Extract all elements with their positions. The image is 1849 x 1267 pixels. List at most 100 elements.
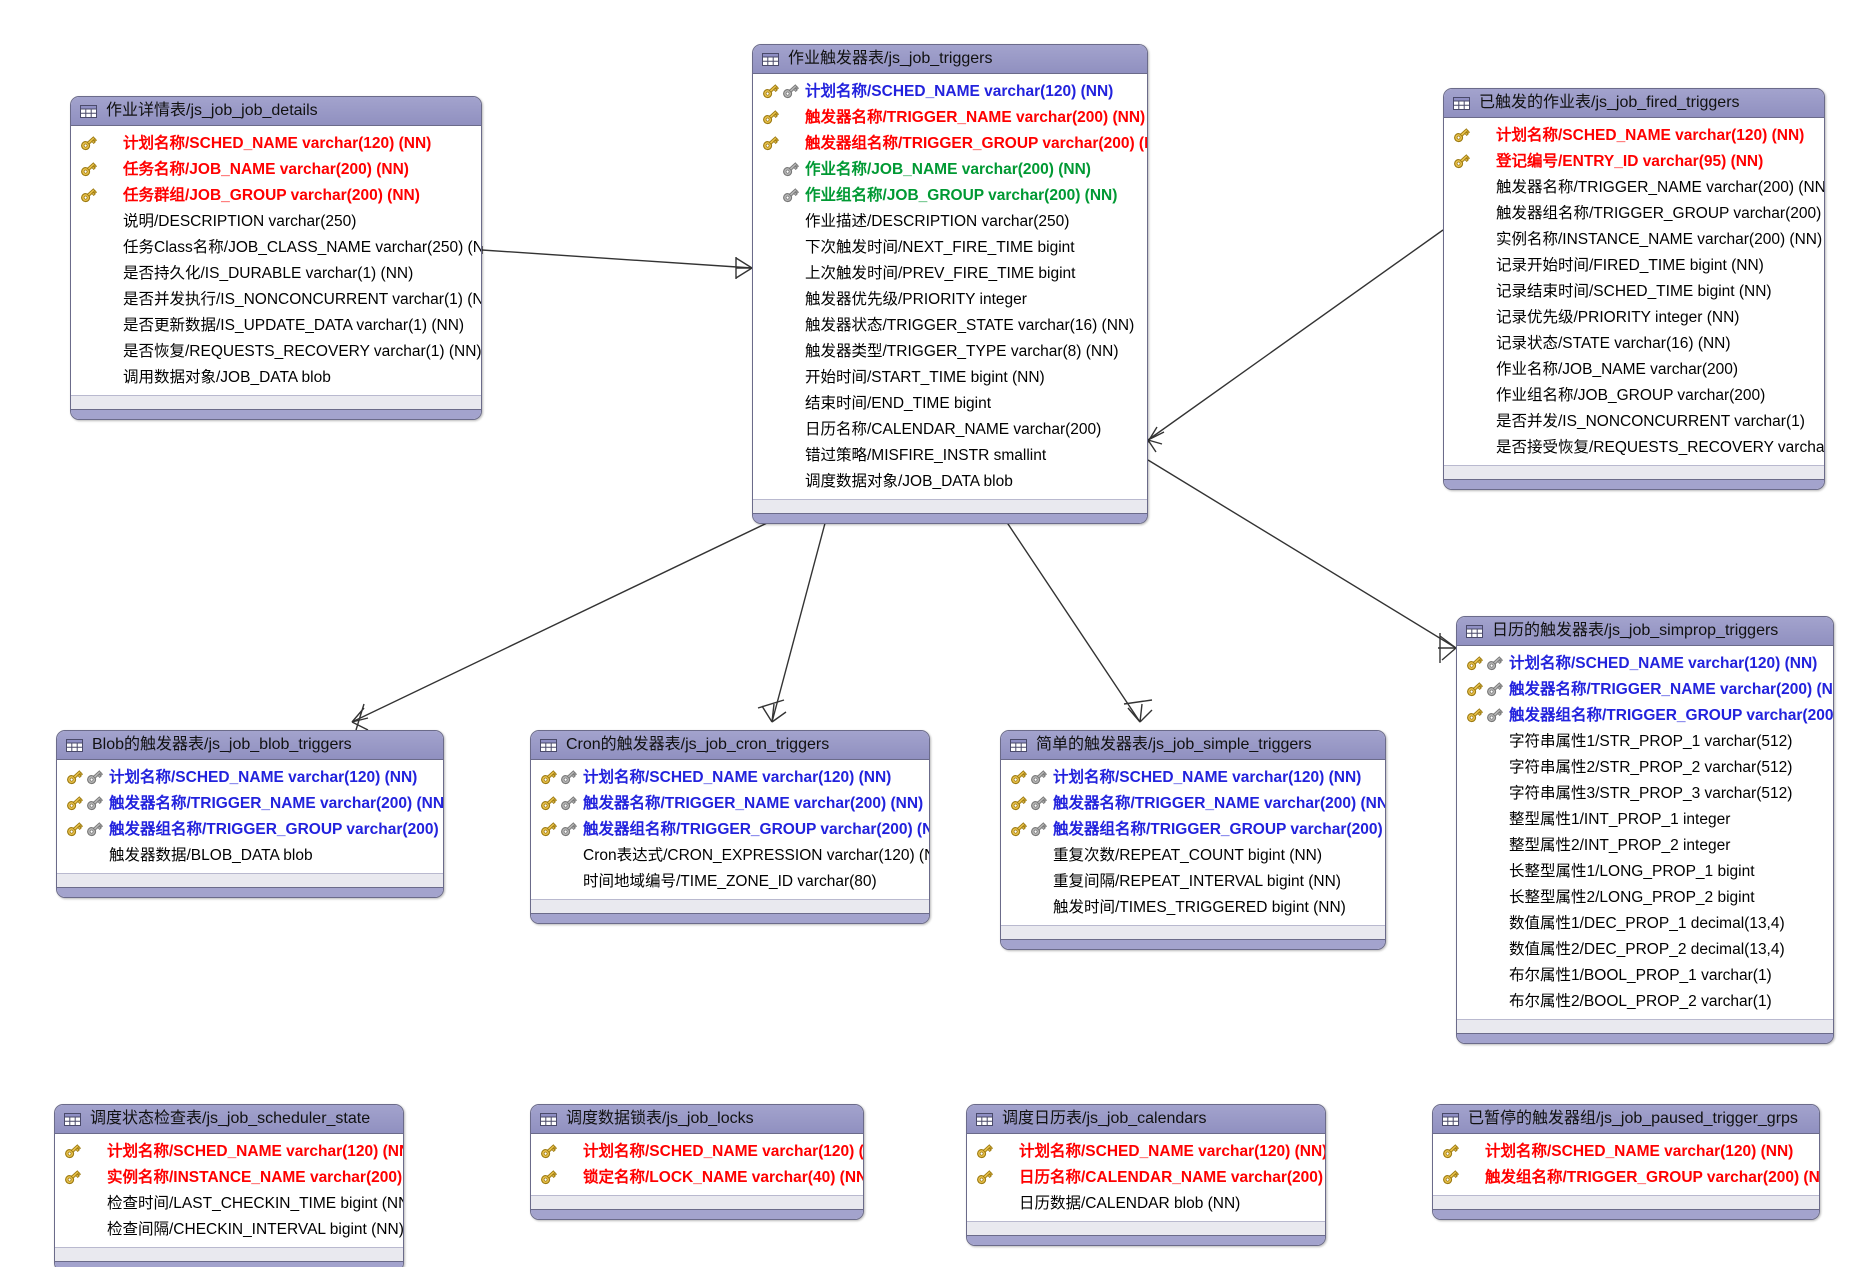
column-row[interactable]: 布尔属性2/BOOL_PROP_2 varchar(1) <box>1457 988 1833 1014</box>
column-row[interactable]: 是否恢复/REQUESTS_RECOVERY varchar(1) (NN) <box>71 338 481 364</box>
entity-js_job_blob_triggers[interactable]: Blob的触发器表/js_job_blob_triggers 计划名称/SCHED… <box>56 730 444 899</box>
column-row[interactable]: 记录开始时间/FIRED_TIME bigint (NN) <box>1444 252 1824 278</box>
column-row[interactable]: 下次触发时间/NEXT_FIRE_TIME bigint <box>753 234 1147 260</box>
column-row[interactable]: 计划名称/SCHED_NAME varchar(120) (NN) <box>1001 764 1385 790</box>
column-row[interactable]: 触发器优先级/PRIORITY integer <box>753 286 1147 312</box>
column-row[interactable]: 触发器名称/TRIGGER_NAME varchar(200) (NN) <box>1444 174 1824 200</box>
column-row[interactable]: 作业组名称/JOB_GROUP varchar(200) <box>1444 382 1824 408</box>
column-row[interactable]: 是否并发/IS_NONCONCURRENT varchar(1) <box>1444 408 1824 434</box>
column-row[interactable]: 触发时间/TIMES_TRIGGERED bigint (NN) <box>1001 894 1385 920</box>
column-row[interactable]: 调用数据对象/JOB_DATA blob <box>71 364 481 390</box>
column-row[interactable]: 说明/DESCRIPTION varchar(250) <box>71 208 481 234</box>
column-row[interactable]: 触发器组名称/TRIGGER_GROUP varchar(200) (NN) <box>1444 200 1824 226</box>
column-row[interactable]: 重复次数/REPEAT_COUNT bigint (NN) <box>1001 842 1385 868</box>
column-row[interactable]: 触发器名称/TRIGGER_NAME varchar(200) (NN) <box>1001 790 1385 816</box>
entity-js_job_locks[interactable]: 调度数据锁表/js_job_locks 计划名称/SCHED_NAME varch… <box>530 1104 864 1221</box>
column-row[interactable]: 布尔属性1/BOOL_PROP_1 varchar(1) <box>1457 962 1833 988</box>
entity-title-bar[interactable]: 调度状态检查表/js_job_scheduler_state <box>55 1105 403 1135</box>
column-row[interactable]: 计划名称/SCHED_NAME varchar(120) (NN) <box>55 1138 403 1164</box>
column-row[interactable]: 日历名称/CALENDAR_NAME varchar(200) <box>753 416 1147 442</box>
column-row[interactable]: 任务Class名称/JOB_CLASS_NAME varchar(250) (N… <box>71 234 481 260</box>
column-row[interactable]: 作业名称/JOB_NAME varchar(200) (NN) <box>753 156 1147 182</box>
column-row[interactable]: 日历名称/CALENDAR_NAME varchar(200) (NN) <box>967 1164 1325 1190</box>
column-row[interactable]: 计划名称/SCHED_NAME varchar(120) (NN) <box>967 1138 1325 1164</box>
column-row[interactable]: 检查间隔/CHECKIN_INTERVAL bigint (NN) <box>55 1216 403 1242</box>
column-row[interactable]: 记录结束时间/SCHED_TIME bigint (NN) <box>1444 278 1824 304</box>
column-row[interactable]: 实例名称/INSTANCE_NAME varchar(200) (NN) <box>55 1164 403 1190</box>
column-row[interactable]: 触发器组名称/TRIGGER_GROUP varchar(200) (NN) <box>531 816 929 842</box>
column-row[interactable]: 是否并发执行/IS_NONCONCURRENT varchar(1) (NN) <box>71 286 481 312</box>
column-row[interactable]: 锁定名称/LOCK_NAME varchar(40) (NN) <box>531 1164 863 1190</box>
column-row[interactable]: 调度数据对象/JOB_DATA blob <box>753 468 1147 494</box>
column-row[interactable]: 整型属性2/INT_PROP_2 integer <box>1457 832 1833 858</box>
entity-title-bar[interactable]: Blob的触发器表/js_job_blob_triggers <box>57 731 443 761</box>
column-row[interactable]: 触发器名称/TRIGGER_NAME varchar(200) (NN) <box>57 790 443 816</box>
column-row[interactable]: 时间地域编号/TIME_ZONE_ID varchar(80) <box>531 868 929 894</box>
entity-js_job_simple_triggers[interactable]: 简单的触发器表/js_job_simple_triggers 计划名称/SCHED… <box>1000 730 1386 951</box>
column-row[interactable]: 是否持久化/IS_DURABLE varchar(1) (NN) <box>71 260 481 286</box>
column-row[interactable]: 实例名称/INSTANCE_NAME varchar(200) (NN) <box>1444 226 1824 252</box>
column-row[interactable]: 检查时间/LAST_CHECKIN_TIME bigint (NN) <box>55 1190 403 1216</box>
column-row[interactable]: 重复间隔/REPEAT_INTERVAL bigint (NN) <box>1001 868 1385 894</box>
entity-title-bar[interactable]: 日历的触发器表/js_job_simprop_triggers <box>1457 617 1833 647</box>
column-row[interactable]: 触发器名称/TRIGGER_NAME varchar(200) (NN) <box>1457 676 1833 702</box>
column-row[interactable]: 作业描述/DESCRIPTION varchar(250) <box>753 208 1147 234</box>
column-row[interactable]: 计划名称/SCHED_NAME varchar(120) (NN) <box>531 764 929 790</box>
entity-title-bar[interactable]: 调度日历表/js_job_calendars <box>967 1105 1325 1135</box>
column-row[interactable]: 触发器组名称/TRIGGER_GROUP varchar(200) (NN) <box>753 130 1147 156</box>
column-row[interactable]: 数值属性2/DEC_PROP_2 decimal(13,4) <box>1457 936 1833 962</box>
column-row[interactable]: 记录状态/STATE varchar(16) (NN) <box>1444 330 1824 356</box>
column-row[interactable]: 登记编号/ENTRY_ID varchar(95) (NN) <box>1444 148 1824 174</box>
entity-js_job_calendars[interactable]: 调度日历表/js_job_calendars 计划名称/SCHED_NAME va… <box>966 1104 1326 1247</box>
entity-title-bar[interactable]: 简单的触发器表/js_job_simple_triggers <box>1001 731 1385 761</box>
column-row[interactable]: 任务名称/JOB_NAME varchar(200) (NN) <box>71 156 481 182</box>
column-row[interactable]: 作业名称/JOB_NAME varchar(200) <box>1444 356 1824 382</box>
column-row[interactable]: 字符串属性2/STR_PROP_2 varchar(512) <box>1457 754 1833 780</box>
entity-title-bar[interactable]: 已暂停的触发器组/js_job_paused_trigger_grps <box>1433 1105 1819 1135</box>
column-row[interactable]: 是否更新数据/IS_UPDATE_DATA varchar(1) (NN) <box>71 312 481 338</box>
column-row[interactable]: 触发器状态/TRIGGER_STATE varchar(16) (NN) <box>753 312 1147 338</box>
entity-title-bar[interactable]: 作业触发器表/js_job_triggers <box>753 45 1147 75</box>
column-row[interactable]: 是否接受恢复/REQUESTS_RECOVERY varchar(1) <box>1444 434 1824 460</box>
entity-js_job_cron_triggers[interactable]: Cron的触发器表/js_job_cron_triggers 计划名称/SCHED… <box>530 730 930 925</box>
column-row[interactable]: 触发器组名称/TRIGGER_GROUP varchar(200) (NN) <box>1457 702 1833 728</box>
column-row[interactable]: 计划名称/SCHED_NAME varchar(120) (NN) <box>71 130 481 156</box>
column-row[interactable]: 结束时间/END_TIME bigint <box>753 390 1147 416</box>
column-row[interactable]: 触发器数据/BLOB_DATA blob <box>57 842 443 868</box>
entity-js_job_paused_trigger_grps[interactable]: 已暂停的触发器组/js_job_paused_trigger_grps 计划名称/… <box>1432 1104 1820 1221</box>
entity-js_job_fired_triggers[interactable]: 已触发的作业表/js_job_fired_triggers 计划名称/SCHED_… <box>1443 88 1825 491</box>
column-row[interactable]: 错过策略/MISFIRE_INSTR smallint <box>753 442 1147 468</box>
column-row[interactable]: 触发器类型/TRIGGER_TYPE varchar(8) (NN) <box>753 338 1147 364</box>
column-row[interactable]: 触发器组名称/TRIGGER_GROUP varchar(200) (NN) <box>57 816 443 842</box>
entity-js_job_triggers[interactable]: 作业触发器表/js_job_triggers 计划名称/SCHED_NAME va… <box>752 44 1148 525</box>
column-row[interactable]: Cron表达式/CRON_EXPRESSION varchar(120) (NN… <box>531 842 929 868</box>
column-row[interactable]: 字符串属性1/STR_PROP_1 varchar(512) <box>1457 728 1833 754</box>
column-row[interactable]: 触发器名称/TRIGGER_NAME varchar(200) (NN) <box>531 790 929 816</box>
entity-js_job_simprop_triggers[interactable]: 日历的触发器表/js_job_simprop_triggers 计划名称/SCHE… <box>1456 616 1834 1045</box>
column-row[interactable]: 日历数据/CALENDAR blob (NN) <box>967 1190 1325 1216</box>
column-row[interactable]: 计划名称/SCHED_NAME varchar(120) (NN) <box>1457 650 1833 676</box>
column-row[interactable]: 计划名称/SCHED_NAME varchar(120) (NN) <box>531 1138 863 1164</box>
column-row[interactable]: 计划名称/SCHED_NAME varchar(120) (NN) <box>57 764 443 790</box>
column-row[interactable]: 上次触发时间/PREV_FIRE_TIME bigint <box>753 260 1147 286</box>
entity-title-bar[interactable]: 作业详情表/js_job_job_details <box>71 97 481 127</box>
entity-title-bar[interactable]: Cron的触发器表/js_job_cron_triggers <box>531 731 929 761</box>
column-row[interactable]: 计划名称/SCHED_NAME varchar(120) (NN) <box>753 78 1147 104</box>
column-row[interactable]: 整型属性1/INT_PROP_1 integer <box>1457 806 1833 832</box>
column-row[interactable]: 触发器名称/TRIGGER_NAME varchar(200) (NN) <box>753 104 1147 130</box>
column-row[interactable]: 触发组名称/TRIGGER_GROUP varchar(200) (NN) <box>1433 1164 1819 1190</box>
column-row[interactable]: 长整型属性2/LONG_PROP_2 bigint <box>1457 884 1833 910</box>
entity-title-bar[interactable]: 已触发的作业表/js_job_fired_triggers <box>1444 89 1824 119</box>
column-row[interactable]: 作业组名称/JOB_GROUP varchar(200) (NN) <box>753 182 1147 208</box>
column-row[interactable]: 记录优先级/PRIORITY integer (NN) <box>1444 304 1824 330</box>
entity-js_job_scheduler_state[interactable]: 调度状态检查表/js_job_scheduler_state 计划名称/SCHED… <box>54 1104 404 1267</box>
column-row[interactable]: 开始时间/START_TIME bigint (NN) <box>753 364 1147 390</box>
entity-title-bar[interactable]: 调度数据锁表/js_job_locks <box>531 1105 863 1135</box>
column-row[interactable]: 数值属性1/DEC_PROP_1 decimal(13,4) <box>1457 910 1833 936</box>
column-row[interactable]: 字符串属性3/STR_PROP_3 varchar(512) <box>1457 780 1833 806</box>
column-row[interactable]: 长整型属性1/LONG_PROP_1 bigint <box>1457 858 1833 884</box>
column-row[interactable]: 任务群组/JOB_GROUP varchar(200) (NN) <box>71 182 481 208</box>
column-row[interactable]: 计划名称/SCHED_NAME varchar(120) (NN) <box>1433 1138 1819 1164</box>
column-row[interactable]: 计划名称/SCHED_NAME varchar(120) (NN) <box>1444 122 1824 148</box>
column-row[interactable]: 触发器组名称/TRIGGER_GROUP varchar(200) (NN) <box>1001 816 1385 842</box>
